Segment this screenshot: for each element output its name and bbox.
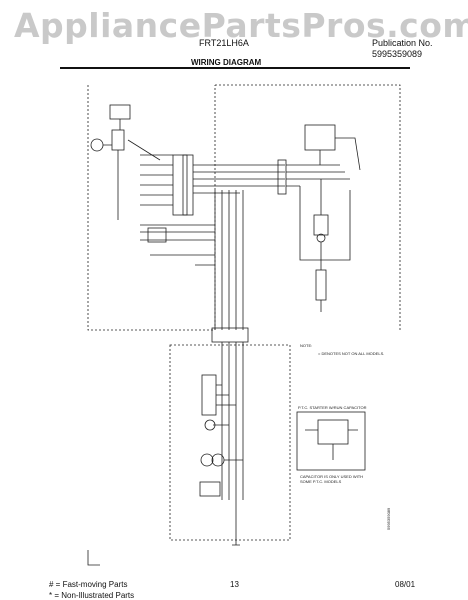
publication-date: 08/01 xyxy=(395,580,416,589)
timer-wires xyxy=(103,119,161,220)
model-number: FRT21LH6A xyxy=(199,38,249,48)
icemaker-plug xyxy=(147,227,167,243)
publication-label: Publication No. xyxy=(372,38,433,48)
terminal-block-mid xyxy=(182,154,188,216)
compressor-symbol-a xyxy=(200,453,214,467)
defrost-timer-block xyxy=(111,129,125,151)
light-bulb-symbol xyxy=(90,138,104,152)
relay-block xyxy=(201,374,217,416)
trunk-lines xyxy=(214,190,244,330)
compartment-boundary xyxy=(87,85,216,331)
ptc-inset-box xyxy=(296,411,366,471)
harness-main xyxy=(193,164,285,194)
legend-non-illustrated: * = Non-Illustrated Parts xyxy=(49,591,135,600)
control-box xyxy=(304,124,336,151)
publication-number: 5995359089 xyxy=(372,49,423,59)
page-number: 13 xyxy=(230,580,239,589)
legend-fast-moving: # = Fast-moving Parts xyxy=(49,580,128,589)
defrost-heater xyxy=(315,269,327,301)
title-rule xyxy=(60,67,410,69)
note-label: NOTE: xyxy=(300,343,313,348)
harness-left xyxy=(140,154,173,206)
lower-leads xyxy=(213,384,243,461)
note-detail: = DENOTES NOT ON ALL MODELS. xyxy=(318,351,385,356)
ptc-wires xyxy=(305,429,358,460)
side-code: 5995359089 xyxy=(386,507,391,530)
lower-harness xyxy=(221,342,244,500)
ptc-component xyxy=(317,419,349,445)
condenser-fan-box xyxy=(199,481,221,497)
ptc-title: P.T.C. STARTER W/RUN CAPACITOR xyxy=(298,405,367,410)
page-corner xyxy=(87,550,100,566)
connector-right xyxy=(277,159,287,195)
power-cord xyxy=(232,500,240,546)
light-switch-box xyxy=(109,104,131,120)
icemaker-harness xyxy=(140,224,215,266)
ptc-caption: CAPACITOR IS ONLY USED WITH SOME P.T.C. … xyxy=(300,474,364,484)
harness-right xyxy=(286,164,350,187)
site-watermark: AppliancePartsPros.com xyxy=(14,6,468,45)
fresh-food-boundary xyxy=(215,84,401,330)
compressor-compartment xyxy=(169,344,291,541)
evap-fan-motor xyxy=(313,214,329,236)
trunk-connector xyxy=(211,327,249,343)
control-wires xyxy=(299,137,361,261)
diagram-title: WIRING DIAGRAM xyxy=(191,58,262,67)
